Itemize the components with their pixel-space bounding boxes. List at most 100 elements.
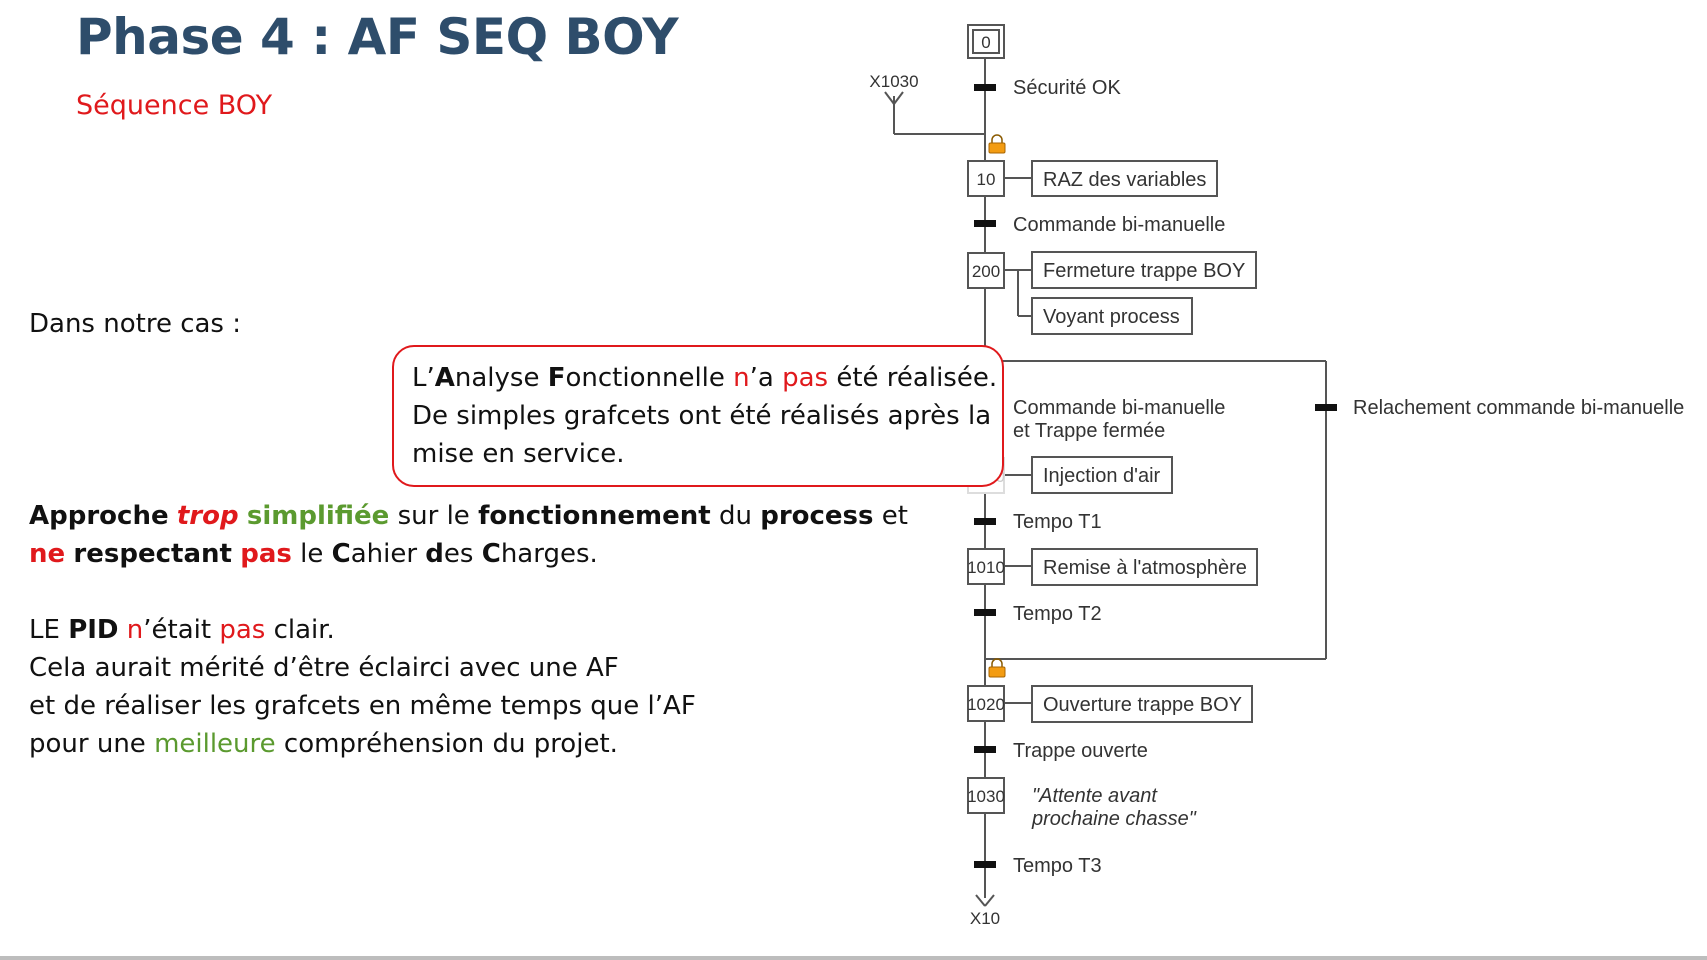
grafcet-arrow <box>975 894 986 907</box>
word: LE <box>29 615 60 645</box>
word-emphasis: n <box>126 615 144 645</box>
pid-line-2: Cela aurait mérité d’être éclairci avec … <box>29 653 619 683</box>
letter: C <box>331 539 351 569</box>
action-box <box>1031 297 1193 335</box>
action-label: Remise à l'atmosphère <box>1043 557 1247 579</box>
transition-label: et Trappe fermée <box>1013 420 1165 442</box>
word: ’a <box>749 363 774 393</box>
grafcet-arrow <box>893 91 904 105</box>
word-emphasis: meilleure <box>154 729 276 759</box>
grafcet-arrow <box>984 894 995 907</box>
transition-bar <box>974 861 996 868</box>
word-emphasis: ne <box>29 539 66 569</box>
word: pour une <box>29 729 146 759</box>
slide-title: Phase 4 : AF SEQ BOY <box>76 8 679 66</box>
step-number: 1020 <box>967 695 1005 714</box>
word-emphasis: pas <box>782 363 829 393</box>
transition-bar <box>974 84 996 91</box>
letter: A <box>434 363 455 393</box>
action-box <box>1031 160 1218 197</box>
step-box <box>967 685 1005 722</box>
word-emphasis: simplifiée <box>246 501 390 531</box>
transition-label: Tempo T2 <box>1013 603 1102 625</box>
word: sur le <box>397 501 470 531</box>
callout-box: L’Analyse Fonctionnelle n’a pas été réal… <box>392 345 1004 487</box>
reference-label: X1030 <box>869 72 918 91</box>
step-number: 0 <box>981 33 990 52</box>
word: PID <box>68 615 119 645</box>
word: ’était <box>143 615 212 645</box>
word: nalyse <box>454 363 540 393</box>
action-box <box>1031 251 1257 289</box>
transition-label: Tempo T1 <box>1013 511 1102 533</box>
action-label: Voyant process <box>1043 306 1180 328</box>
transition-bar <box>974 518 996 525</box>
step-box <box>967 252 1005 289</box>
transition-bar <box>974 746 996 753</box>
slide-bottom-border <box>0 956 1707 960</box>
action-box <box>1031 548 1258 586</box>
approach-line-2: ne respectant pas le Cahier des Charges. <box>29 535 598 573</box>
transition-label: Tempo T3 <box>1013 855 1102 877</box>
transition-label: Trappe ouverte <box>1013 740 1148 762</box>
word: ahier <box>350 539 418 569</box>
step-number: 10 <box>977 170 996 189</box>
step-box <box>967 777 1005 814</box>
word: process <box>760 501 874 531</box>
step-number: 200 <box>972 262 1000 281</box>
approach-line-1: Approche trop simplifiée sur le fonction… <box>29 497 908 535</box>
word: respectant <box>73 539 232 569</box>
letter: d <box>425 539 444 569</box>
pid-line-4: pour une meilleure compréhension du proj… <box>29 725 618 763</box>
word: clair. <box>273 615 335 645</box>
word: et <box>881 501 908 531</box>
step-box <box>967 160 1005 197</box>
transition-bar <box>974 609 996 616</box>
intro-text: Dans notre cas : <box>29 309 241 339</box>
callout-line-3: mise en service. <box>412 439 625 469</box>
slide-subtitle: Séquence BOY <box>76 90 273 121</box>
word: es <box>443 539 474 569</box>
word: le <box>300 539 324 569</box>
word: du <box>718 501 752 531</box>
letter: C <box>481 539 501 569</box>
callout-line-2: De simples grafcets ont été réalisés apr… <box>412 401 992 431</box>
action-label: Injection d'air <box>1043 465 1161 487</box>
word-emphasis: pas <box>240 539 292 569</box>
letter: F <box>547 363 566 393</box>
word: compréhension du projet. <box>283 729 618 759</box>
lock-icon <box>988 134 1006 154</box>
word-emphasis: pas <box>219 615 266 645</box>
word-emphasis: n <box>733 363 750 393</box>
word: Approche <box>29 501 169 531</box>
word: fonctionnement <box>478 501 711 531</box>
word: harges. <box>500 539 598 569</box>
step-box-initial-inner <box>972 29 1000 54</box>
action-box <box>1031 456 1173 494</box>
transition-bar <box>1315 404 1337 411</box>
word: été réalisée. <box>836 363 998 393</box>
action-box <box>1031 685 1253 723</box>
transition-label: Commande bi-manuelle <box>1013 397 1225 419</box>
word: onctionnelle <box>565 363 725 393</box>
pid-line-1: LE PID n’était pas clair. <box>29 611 335 649</box>
word: L’ <box>412 363 435 393</box>
lock-icon <box>988 658 1006 678</box>
word-emphasis: trop <box>176 501 239 531</box>
grafcet-arrow <box>884 91 895 105</box>
step-comment: prochaine chasse" <box>1031 808 1197 830</box>
action-label: Ouverture trappe BOY <box>1043 694 1242 716</box>
step-number: 1010 <box>967 558 1005 577</box>
step-number: 1030 <box>967 787 1005 806</box>
pid-line-3: et de réaliser les grafcets en même temp… <box>29 691 696 721</box>
action-label: RAZ des variables <box>1043 169 1206 191</box>
action-label: Fermeture trappe BOY <box>1043 260 1245 282</box>
transition-label: Sécurité OK <box>1013 77 1121 99</box>
reference-label: X10 <box>970 909 1000 928</box>
transition-label: Commande bi-manuelle <box>1013 214 1225 236</box>
callout-line-1: L’Analyse Fonctionnelle n’a pas été réal… <box>412 359 997 397</box>
step-comment: "Attente avant <box>1032 785 1158 807</box>
transition-bar <box>974 220 996 227</box>
